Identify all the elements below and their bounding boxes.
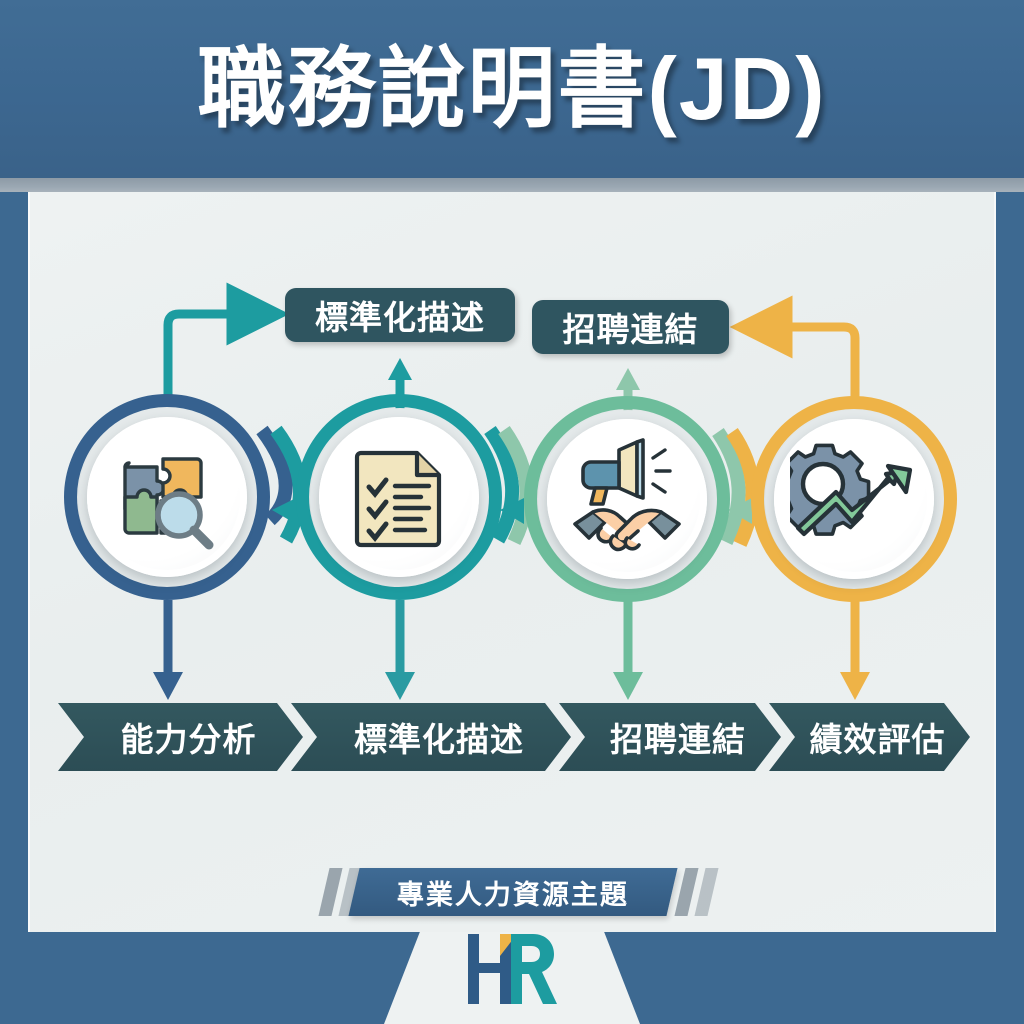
callout-recruitment-link[interactable]: 招聘連結 (532, 300, 729, 354)
chevron-step-2[interactable]: 標準化描述 (291, 703, 571, 771)
chevron-step-4[interactable]: 績效評估 (769, 703, 970, 771)
chevron-label: 能力分析 (120, 721, 257, 758)
chevron-step-1[interactable]: 能力分析 (58, 703, 303, 771)
megaphone-handshake-icon (559, 430, 695, 566)
hr-logo (462, 930, 562, 1008)
chevron-label: 招聘連結 (610, 721, 746, 758)
panel-right-edge (994, 192, 996, 932)
chevron-step-3[interactable]: 招聘連結 (559, 703, 781, 771)
checklist-document-icon (335, 433, 463, 561)
gear-growth-arrow-icon (786, 432, 922, 568)
process-step-row: 能力分析 標準化描述 招聘連結 績效評估 (58, 703, 970, 771)
panel-left-edge (28, 192, 30, 932)
callout-standardized-description[interactable]: 標準化描述 (285, 288, 515, 342)
header-bar: 職務說明書(JD) (0, 0, 1024, 178)
page-title: 職務說明書(JD) (197, 39, 827, 138)
callout-label: 標準化描述 (315, 299, 485, 336)
chevron-label: 績效評估 (809, 721, 946, 758)
footer-banner-label: 專業人力資源主題 (397, 879, 629, 910)
callout-label: 招聘連結 (562, 311, 699, 348)
header-divider (0, 178, 1024, 192)
footer-banner: 專業人力資源主題 (348, 868, 678, 916)
chevron-label: 標準化描述 (354, 721, 524, 758)
puzzle-magnifier-icon (103, 433, 231, 561)
